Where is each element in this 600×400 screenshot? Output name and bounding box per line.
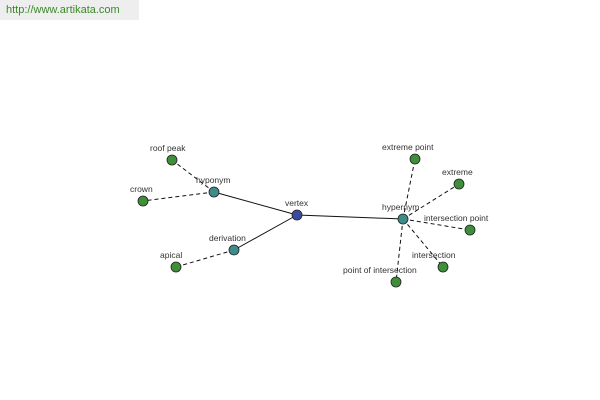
leaf-node-circle[interactable] bbox=[137, 195, 149, 207]
node-hyponym[interactable]: hyponym bbox=[196, 175, 231, 198]
edge-derivation-apical bbox=[175, 249, 235, 268]
edge-vertex-hypernym bbox=[296, 214, 404, 220]
relation-node-circle[interactable] bbox=[228, 244, 240, 256]
edge-hypernym-intersection-point bbox=[402, 218, 471, 231]
edge-hypernym-extreme-point bbox=[402, 158, 416, 220]
leaf-node-label: crown bbox=[130, 184, 153, 194]
node-apical[interactable]: apical bbox=[160, 250, 182, 273]
edge-hyponym-crown bbox=[142, 191, 215, 202]
node-extreme[interactable]: extreme bbox=[442, 167, 473, 190]
leaf-node-circle[interactable] bbox=[409, 153, 421, 165]
relation-node-label: hypernym bbox=[382, 202, 419, 212]
leaf-node-label: intersection bbox=[412, 250, 456, 260]
leaf-node-label: apical bbox=[160, 250, 182, 260]
leaf-node-circle[interactable] bbox=[390, 276, 402, 288]
node-intersection-point[interactable]: intersection point bbox=[424, 213, 489, 236]
leaf-node-label: extreme point bbox=[382, 142, 434, 152]
leaf-node-circle[interactable] bbox=[166, 154, 178, 166]
root-node-label: vertex bbox=[285, 198, 309, 208]
relation-node-label: derivation bbox=[209, 233, 246, 243]
leaf-node-circle[interactable] bbox=[453, 178, 465, 190]
leaf-node-circle[interactable] bbox=[464, 224, 476, 236]
edge-vertex-derivation bbox=[233, 214, 298, 251]
relation-node-circle[interactable] bbox=[208, 186, 220, 198]
node-roof-peak[interactable]: roof peak bbox=[150, 143, 186, 166]
leaf-node-label: intersection point bbox=[424, 213, 489, 223]
site-url-watermark[interactable]: http://www.artikata.com bbox=[0, 0, 139, 20]
relation-node-circle[interactable] bbox=[397, 213, 409, 225]
relation-node-label: hyponym bbox=[196, 175, 231, 185]
node-derivation[interactable]: derivation bbox=[209, 233, 246, 256]
leaf-node-circle[interactable] bbox=[437, 261, 449, 273]
edge-hypernym-intersection bbox=[402, 218, 444, 268]
node-vertex[interactable]: vertex bbox=[285, 198, 309, 221]
leaf-node-label: roof peak bbox=[150, 143, 186, 153]
node-crown[interactable]: crown bbox=[130, 184, 153, 207]
leaf-node-circle[interactable] bbox=[170, 261, 182, 273]
root-node-circle[interactable] bbox=[291, 209, 303, 221]
edge-hypernym-point-of-intersection bbox=[395, 218, 404, 283]
leaf-node-label: extreme bbox=[442, 167, 473, 177]
edge-hyponym-roof-peak bbox=[171, 159, 215, 193]
edge-vertex-hyponym bbox=[213, 191, 298, 216]
node-hypernym[interactable]: hypernym bbox=[382, 202, 419, 225]
graph-nodes: roof peak crown apical extreme point extreme… bbox=[130, 142, 489, 288]
node-extreme-point[interactable]: extreme point bbox=[382, 142, 434, 165]
graph-edges bbox=[142, 158, 471, 283]
node-intersection[interactable]: intersection bbox=[412, 250, 456, 273]
node-point-of-intersection[interactable]: point of intersection bbox=[343, 265, 417, 288]
leaf-node-label: point of intersection bbox=[343, 265, 417, 275]
